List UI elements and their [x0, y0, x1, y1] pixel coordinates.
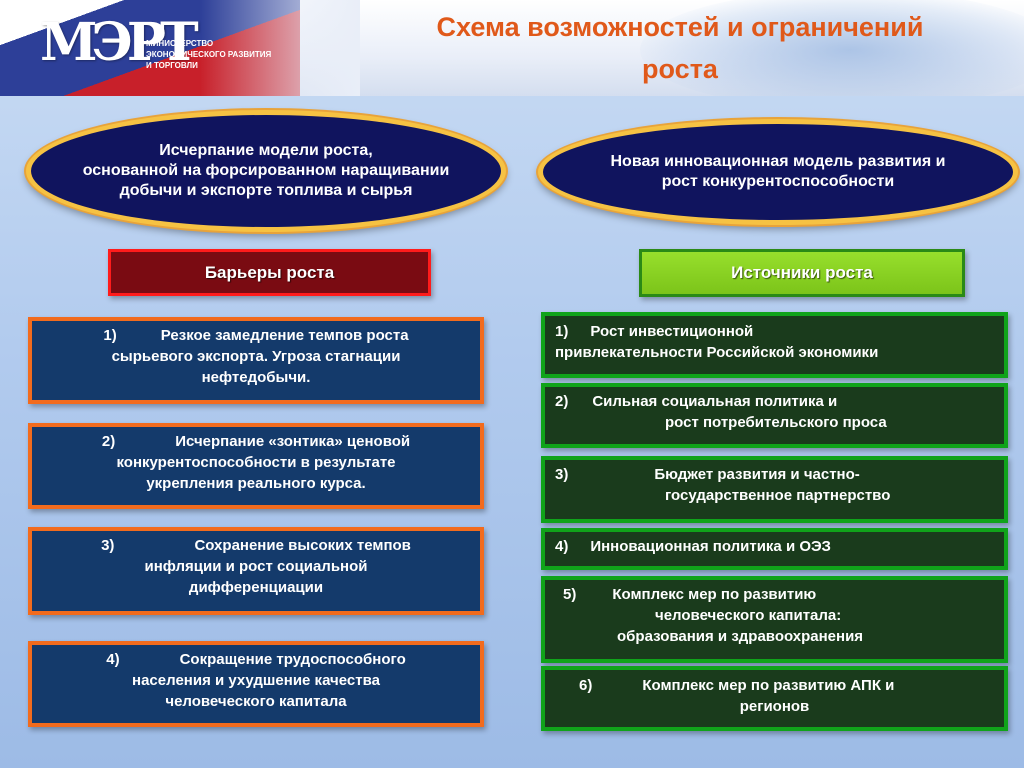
page-title-line-2: роста — [642, 54, 718, 84]
barrier-item-line-2: населения и ухудшение качества — [132, 672, 380, 689]
source-item-line-1: Бюджет развития и частно- — [654, 466, 860, 483]
barrier-item-line-3: человеческого капитала — [165, 693, 347, 710]
barrier-item-line-3: нефтедобычи. — [201, 369, 311, 386]
page-title-line-1: Схема возможностей и ограничений — [436, 12, 924, 42]
world-map-graphic — [640, 0, 1024, 96]
source-item-number: 6) — [579, 677, 593, 694]
barrier-item-1: 1) Резкое замедление темпов роста сырьево… — [28, 317, 484, 404]
oval-left-line-1: Исчерпание модели роста, — [159, 142, 373, 159]
source-item-line-2: государственное партнерство — [665, 487, 891, 504]
oval-new-innovation-model: Новая инновационная модель развития и ро… — [538, 119, 1018, 225]
source-item-line-3: образования и здравоохранения — [617, 628, 864, 645]
oval-left-line-3: добычи и экспорте топлива и сырья — [119, 182, 413, 199]
oval-left-line-2: основанной на форсированном наращивании — [82, 162, 450, 179]
source-item-line-2: привлекательности Российской экономики — [555, 344, 879, 361]
sources-heading: Источники роста — [639, 249, 965, 297]
source-item-line-2: рост потребительского проса — [665, 414, 887, 431]
source-item-number: 1) — [555, 323, 569, 340]
source-item-number: 3) — [555, 466, 569, 483]
barrier-item-2: 2) Исчерпание «зонтика» ценовой конкурент… — [28, 423, 484, 509]
source-item-1: 1) Рост инвестиционной привлекательности … — [541, 312, 1008, 378]
source-item-6: 6) Комплекс мер по развитию АПК и регионо… — [541, 666, 1008, 731]
logo-line-3: и торговли — [146, 61, 198, 70]
barrier-item-line-3: дифференциации — [188, 579, 324, 596]
logo-line-1: Министерство — [146, 39, 214, 48]
ministry-logo-icon: МЭРТ — [40, 12, 199, 73]
source-item-5: 5) Комплекс мер по развитию человеческого… — [541, 576, 1008, 663]
oval-right-line-1: Новая инновационная модель развития и — [610, 153, 946, 170]
barrier-item-line-1: Сокращение трудоспособного — [179, 651, 406, 668]
barrier-item-line-2: инфляции и рост социальной — [144, 558, 368, 575]
barrier-item-number: 1) — [103, 327, 117, 344]
source-item-line-1: Комплекс мер по развитию АПК и — [642, 677, 895, 694]
barrier-item-line-2: сырьевого экспорта. Угроза стагнации — [111, 348, 401, 365]
ministry-logo-text: Министерство экономического развития и т… — [146, 38, 286, 71]
source-item-2: 2) Сильная социальная политика и рост пот… — [541, 383, 1008, 448]
source-item-line-1: Инновационная политика и ОЭЗ — [590, 538, 831, 555]
barrier-item-line-1: Резкое замедление темпов роста — [160, 327, 409, 344]
source-item-line-1: Комплекс мер по развитию — [612, 586, 817, 603]
barrier-item-4: 4) Сокращение трудоспособного населения и… — [28, 641, 484, 727]
barrier-item-line-1: Сохранение высоких темпов — [194, 537, 411, 554]
source-item-number: 4) — [555, 538, 569, 555]
barrier-item-number: 2) — [101, 433, 116, 450]
barrier-item-number: 3) — [101, 537, 115, 554]
barrier-item-line-3: укрепления реального курса. — [146, 475, 366, 492]
logo-line-2: экономического развития — [146, 50, 272, 59]
source-item-3: 3) Бюджет развития и частно- государствен… — [541, 456, 1008, 523]
page-title: Схема возможностей и ограничений роста — [300, 6, 1024, 90]
source-item-number: 2) — [555, 393, 569, 410]
flag-fade — [200, 0, 360, 96]
barriers-heading: Барьеры роста — [108, 249, 431, 296]
source-item-number: 5) — [563, 586, 577, 603]
barrier-item-number: 4) — [106, 651, 120, 668]
header-band: МЭРТ Министерство экономического развити… — [0, 0, 1024, 96]
source-item-4: 4) Инновационная политика и ОЭЗ — [541, 528, 1008, 570]
source-item-line-2: регионов — [739, 698, 810, 715]
barrier-item-3: 3) Сохранение высоких темпов инфляции и р… — [28, 527, 484, 615]
source-item-line-1: Сильная социальная политика и — [592, 393, 838, 410]
source-item-line-2: человеческого капитала: — [655, 607, 842, 624]
barrier-item-line-2: конкурентоспособности в результате — [116, 454, 396, 471]
oval-right-line-2: рост конкурентоспособности — [661, 173, 895, 190]
barrier-item-line-1: Исчерпание «зонтика» ценовой — [175, 433, 411, 450]
oval-exhaustion-of-growth-model: Исчерпание модели роста, основанной на ф… — [26, 110, 506, 232]
source-item-line-1: Рост инвестиционной — [590, 323, 754, 340]
